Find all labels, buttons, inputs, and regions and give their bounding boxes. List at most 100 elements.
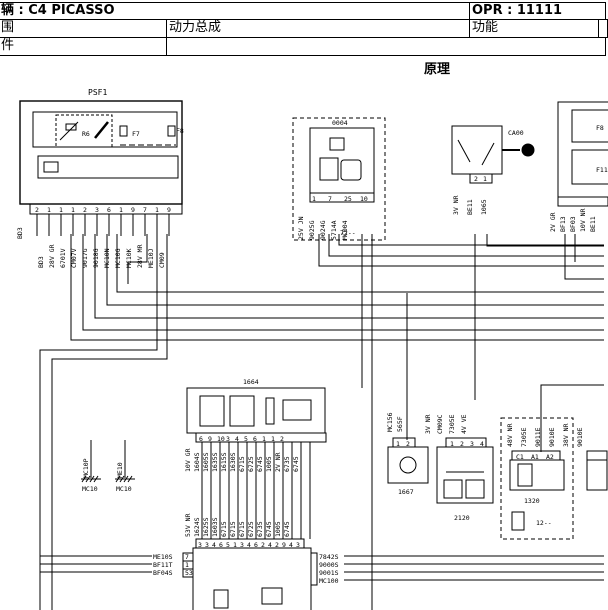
c1664-pin2-5: 1 [233, 541, 237, 549]
ecu-left-wire-label-2: BF04S [153, 569, 173, 577]
rightfuse-wire-label-4: BE11 [589, 216, 597, 232]
c1664-label: 1664 [243, 378, 259, 386]
part-label-cell: 件 [0, 37, 167, 56]
psf1-inner-f7: F7 [132, 130, 140, 138]
c2120-pin-3: 4 [480, 440, 484, 448]
c1664-pin-7: 1 [262, 435, 266, 443]
ecu-left-wire-label-1: BF11T [153, 561, 173, 569]
c1664-pin-0: 6 [199, 435, 203, 443]
psf1-wire-label-0: BD3 [37, 256, 45, 268]
vehicle-cell: 辆 : C4 PICASSO [0, 2, 470, 20]
c0004-pin-3: 10 [360, 195, 368, 203]
mc10-ground-label-0: MC10 [82, 485, 98, 493]
psf1-wire-label-1: 28V GR [48, 244, 56, 268]
ecu-left-pin-2: 53 [185, 569, 193, 577]
c2120-pin-1: 2 [460, 440, 464, 448]
psf1-wire-label-7: MC10G [114, 248, 122, 268]
c1664-wire-label-2: 1605S [202, 452, 210, 472]
psf1-pin-10: 1 [155, 206, 159, 214]
c0004-suffix: 72-- [340, 229, 356, 237]
rightfuse-wire-label-2: BF03 [569, 216, 577, 232]
c2120-wire-label-3: 4V VE [460, 414, 468, 434]
c0004-wire-label-3: 5714A [330, 220, 338, 240]
c1664-pin2-11: 2 [275, 541, 279, 549]
c1664-pin2-10: 4 [268, 541, 272, 549]
scope-label-cell: 围 [0, 19, 167, 38]
c1664-pin-6: 6 [253, 435, 257, 443]
c1667-wire-label-0: MC156 [386, 412, 394, 432]
c1320-pin-1: A1 [531, 453, 539, 461]
c1664-wire2-label-7: 6725 [247, 521, 255, 537]
c1664-wire-label-12: 6745 [292, 456, 300, 472]
c1664-pin-4: 4 [235, 435, 239, 443]
function-label: 功能 [472, 20, 499, 35]
c0004-pin-0: 1 [312, 195, 316, 203]
psf1-pin-5: 3 [95, 206, 99, 214]
psf1-wire-label-5: 9018G [92, 248, 100, 268]
c1664-wire2-label-6: 6715 [238, 521, 246, 537]
c0004-wire-label-4: MC004 [341, 220, 349, 240]
header-table: 辆 : C4 PICASSO OPR : 11111 围 动力总成 功能 件 [0, 0, 608, 57]
opr-cell: OPR : 11111 [469, 2, 606, 20]
psf1-pin-7: 1 [119, 206, 123, 214]
right-edge-connector [540, 384, 608, 491]
psf1-pin-1: 1 [47, 206, 51, 214]
c1664-pin2-4: 5 [226, 541, 230, 549]
ca00-pin-0: 2 [474, 175, 478, 183]
c1664-wire2-label-10: 1005 [274, 521, 282, 537]
c0004-pin-2: 25 [344, 195, 352, 203]
psf1-pin-0: 2 [35, 206, 39, 214]
c1320-wire-label-1: 7305E [520, 427, 528, 447]
ecu-left-wire-label-0: ME10S [153, 553, 173, 561]
c1320-suffix: 12-- [536, 519, 552, 527]
c2120-pin-2: 3 [470, 440, 474, 448]
c2120-pin-0: 1 [450, 440, 454, 448]
ecu-right-wire-label-1: 9000S [319, 561, 339, 569]
c1664-pin2-8: 6 [254, 541, 258, 549]
c1664-wire-label-3: 1635S [211, 452, 219, 472]
c1320-label: 1320 [524, 497, 540, 505]
c1320-wire-label-0: 48V NR [506, 423, 514, 447]
rightfuse-wire-label-3: 10V NR [579, 208, 587, 232]
mc10-ground-label-1: MC10 [116, 485, 132, 493]
c1664-pin2-0: 3 [198, 541, 202, 549]
psf1-wire-label-3: CM07V [70, 248, 78, 268]
page-subtitle: 原理 [424, 62, 451, 77]
c0004-wire-label-1: 9025G [308, 220, 316, 240]
c0004-wire-label-0: 25V JN [297, 216, 305, 240]
c1664-pin2-12: 9 [282, 541, 286, 549]
c1664-pin-8: 1 [271, 435, 275, 443]
ca00-pin-1: 1 [483, 175, 487, 183]
c1664-pin2-6: 3 [240, 541, 244, 549]
psf1-wire-label-8: MC10K [125, 248, 133, 268]
c1664-wire-label-1: 1604S [193, 452, 201, 472]
c1664-pin2-13: 4 [289, 541, 293, 549]
c1664-wire2-label-3: 1603S [211, 517, 219, 537]
c1664-wire-label-8: 6745 [256, 456, 264, 472]
c1664-wire-label-4: 1615S [220, 452, 228, 472]
fuse-f8-label: F8 [596, 124, 604, 132]
vehicle-text: 辆 : C4 PICASSO [1, 3, 115, 18]
c1664-wire-label-11: 6735 [283, 456, 291, 472]
opr-text: OPR : 11111 [472, 3, 563, 18]
c1664-wire2-label-11: 6745 [283, 521, 291, 537]
scope-label: 围 [1, 20, 15, 35]
psf1-wire-label-9: 28V MR [136, 244, 144, 268]
psf1-inner-f8: F8 [176, 127, 184, 135]
c0004-pin-1: 7 [328, 195, 332, 203]
c1664-wire-label-10: 2V NR [274, 452, 282, 472]
c1320-wire-label-2: 9011E [534, 427, 542, 447]
c1664-wire-label-5: 1630S [229, 452, 237, 472]
psf1-inner-r6: R6 [82, 130, 90, 138]
ecu-left-pin-0: 7 [185, 553, 189, 561]
c1667-pin-0: 1 [396, 440, 400, 448]
psf1-pin-6: 6 [107, 206, 111, 214]
c0004-label: 0004 [332, 119, 348, 127]
fuse-f11-label: F11 [596, 166, 608, 174]
c1664-wire2-label-5: 6715 [229, 521, 237, 537]
ecu-right-wire-label-3: MC100 [319, 577, 339, 585]
